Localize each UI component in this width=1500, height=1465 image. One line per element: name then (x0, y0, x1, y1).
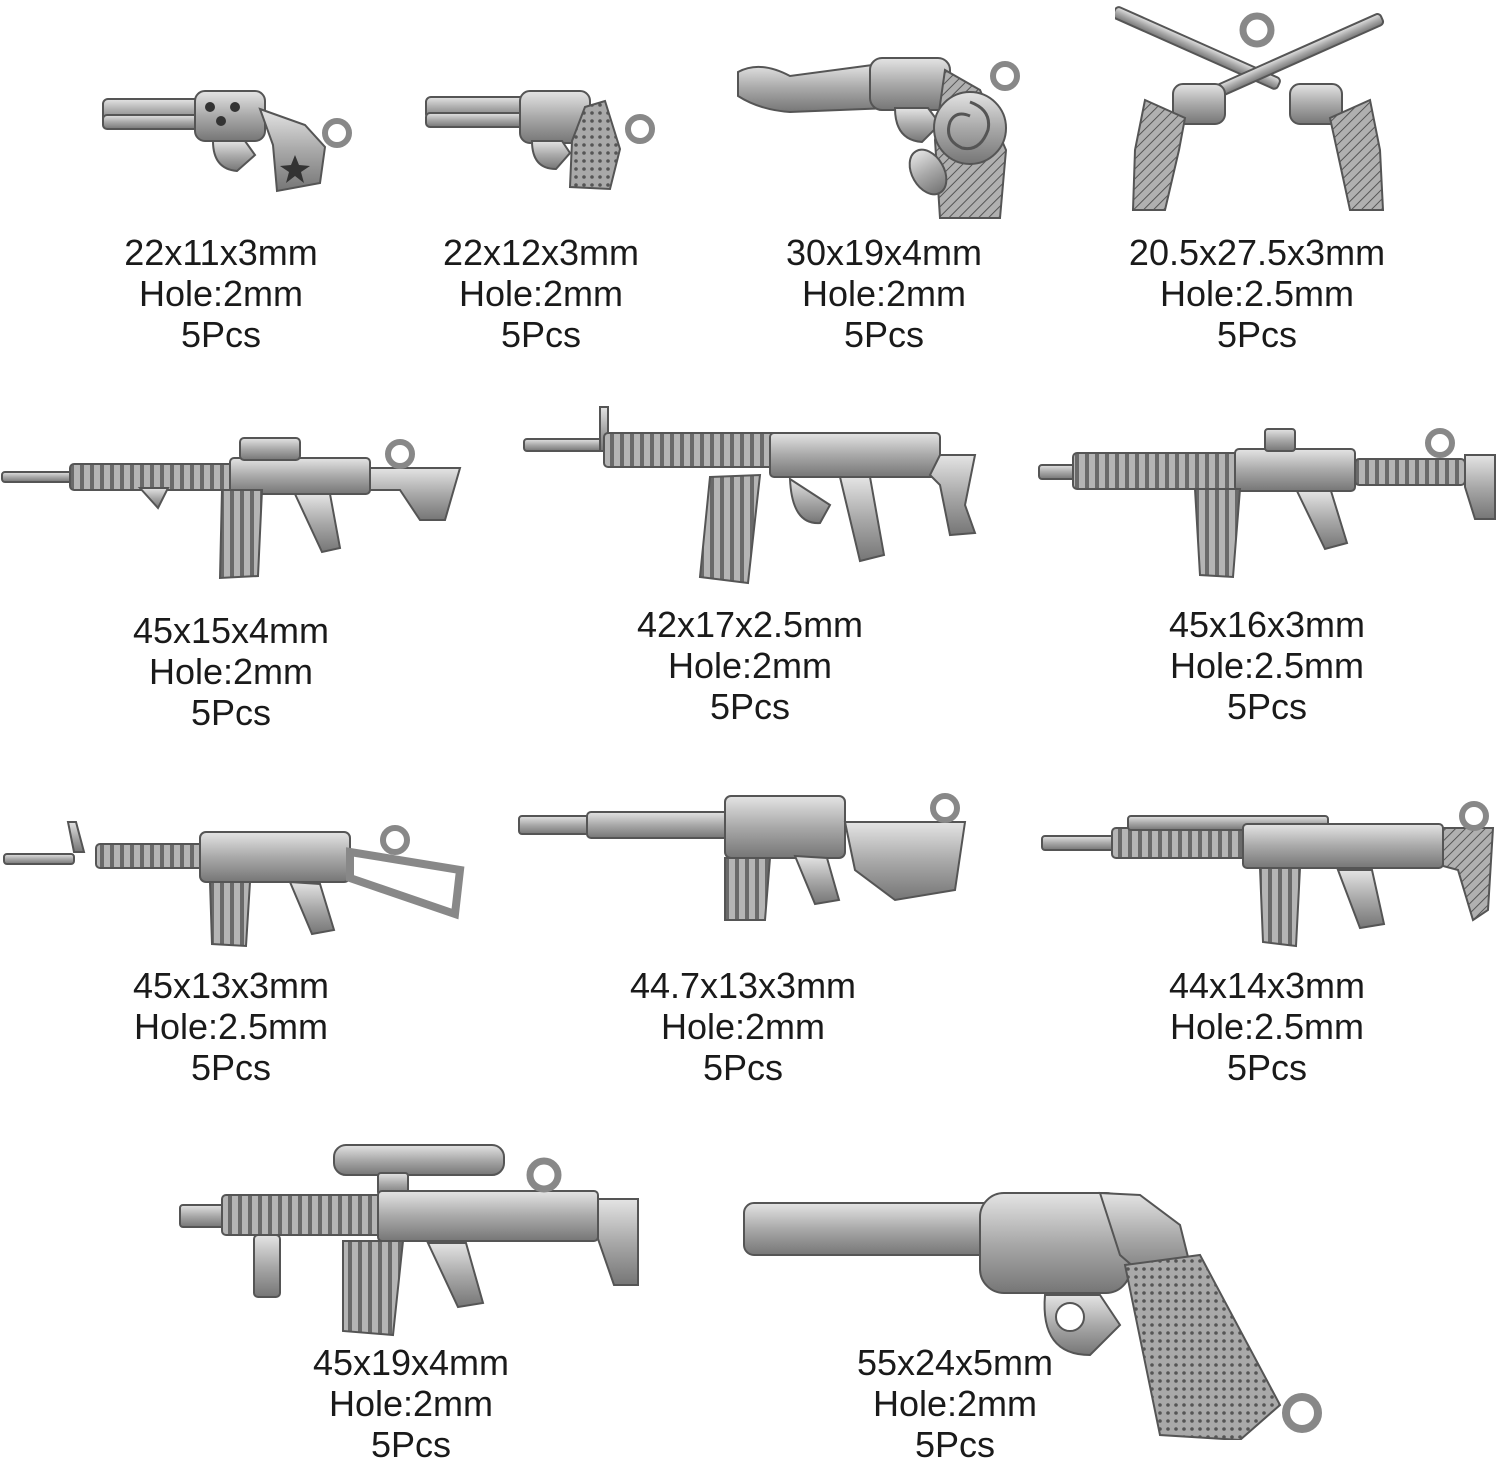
revolver-icon (743, 1191, 1322, 1440)
item-quantity: 5Pcs (702, 1047, 784, 1088)
item-quantity: 5Pcs (1226, 1047, 1308, 1088)
assault-rifle-icon (3, 821, 465, 948)
revolver-rose-icon (737, 57, 1020, 219)
item-size: 44x14x3mm (1168, 965, 1366, 1006)
item-hole: Hole:2mm (328, 1383, 494, 1424)
item-hole: Hole:2mm (458, 273, 624, 314)
item-hole: Hole:2.5mm (1169, 645, 1365, 686)
item-size: 30x19x4mm (785, 232, 983, 273)
item-quantity: 5Pcs (843, 314, 925, 355)
item-size: 44.7x13x3mm (629, 965, 857, 1006)
item-quantity: 5Pcs (1216, 314, 1298, 355)
assault-rifle-icon (523, 406, 977, 585)
item-hole: Hole:2mm (148, 651, 314, 692)
item-size: 20.5x27.5x3mm (1128, 232, 1386, 273)
item-size: 42x17x2.5mm (636, 604, 864, 645)
item-size: 45x19x4mm (312, 1342, 510, 1383)
revolver-icon (425, 90, 655, 191)
item-quantity: 5Pcs (370, 1424, 452, 1465)
item-quantity: 5Pcs (190, 1047, 272, 1088)
item-size: 22x11x3mm (124, 232, 318, 273)
item-size: 22x12x3mm (442, 232, 640, 273)
item-hole: Hole:2mm (660, 1006, 826, 1047)
item-hole: Hole:2mm (667, 645, 833, 686)
item-quantity: 5Pcs (914, 1424, 996, 1465)
item-hole: Hole:2.5mm (1169, 1006, 1365, 1047)
assault-rifle-icon (1038, 428, 1496, 579)
item-hole: Hole:2.5mm (133, 1006, 329, 1047)
item-quantity: 5Pcs (180, 314, 262, 355)
scoped-rifle-icon (179, 1144, 639, 1337)
item-quantity: 5Pcs (1226, 686, 1308, 727)
item-hole: Hole:2mm (801, 273, 967, 314)
assault-rifle-icon (1, 437, 462, 580)
item-quantity: 5Pcs (709, 686, 791, 727)
item-size: 45x13x3mm (132, 965, 330, 1006)
item-size: 55x24x5mm (856, 1342, 1054, 1383)
item-quantity: 5Pcs (500, 314, 582, 355)
crossed-revolvers-icon (1115, 6, 1385, 211)
item-size: 45x16x3mm (1168, 604, 1366, 645)
item-hole: Hole:2mm (138, 273, 304, 314)
revolver-icon (102, 90, 352, 193)
assault-rifle-icon (518, 793, 967, 921)
item-hole: Hole:2.5mm (1159, 273, 1355, 314)
item-size: 45x15x4mm (132, 610, 330, 651)
item-quantity: 5Pcs (190, 692, 272, 733)
assault-rifle-icon (1041, 801, 1495, 948)
item-hole: Hole:2mm (872, 1383, 1038, 1424)
